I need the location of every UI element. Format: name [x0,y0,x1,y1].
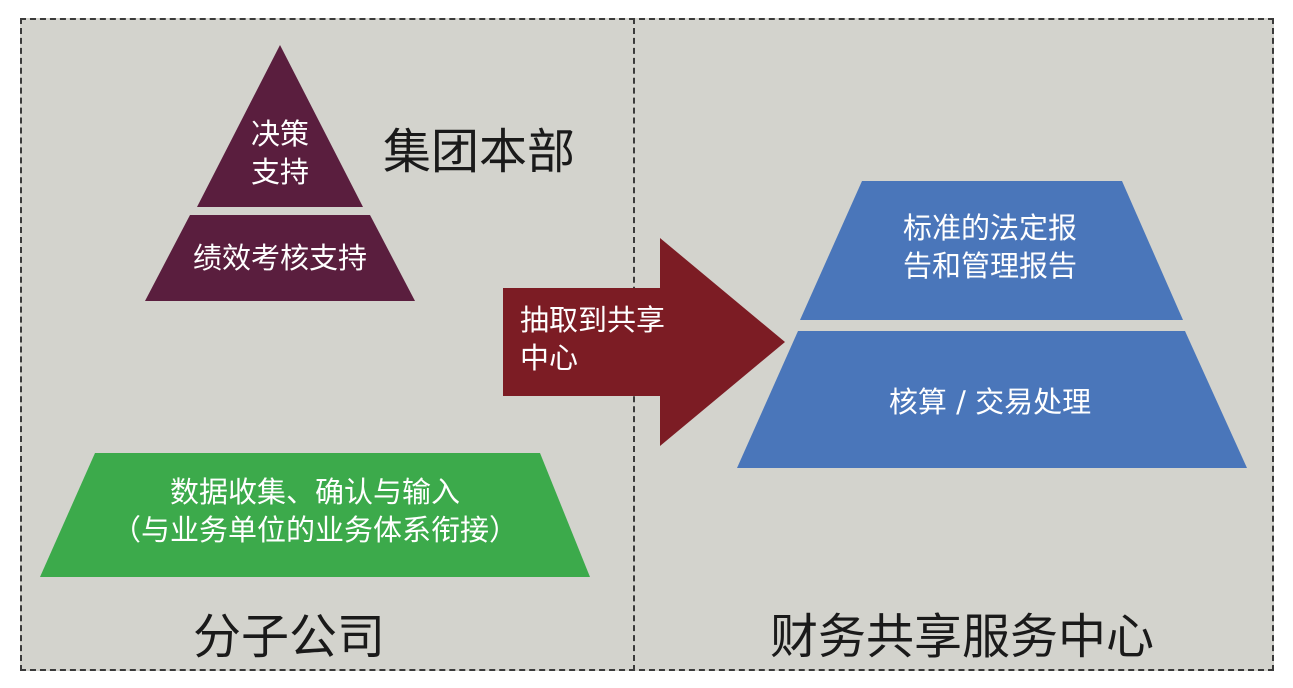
pyramid-top-line-1: 决策 [250,117,309,151]
fssc-title: 财务共享服务中心 [770,609,1155,665]
green-trapezoid [40,453,590,577]
pyramid-top-label: 决策 支持 [230,116,330,191]
lower-trapezoid-label: 核算 / 交易处理 [888,385,1092,419]
hq-title: 集团本部 [383,124,576,180]
blue-upper-trapezoid [800,181,1183,320]
upper-trapezoid-line-1: 标准的法定报 [902,211,1077,245]
green-block-label: 数据收集、确认与输入 （与业务单位的业务体系衔接） [60,474,570,549]
pyramid-bottom-label: 绩效考核支持 [192,241,367,275]
arrow-label-line-2: 中心 [520,340,579,375]
green-block-line-2: （与业务单位的业务体系衔接） [111,512,518,547]
arrow-label-line-1: 抽取到共享 [520,303,666,337]
upper-trapezoid-line-2: 告和管理报告 [902,248,1077,283]
subsidiary-title: 分子公司 [193,609,386,665]
blue-lower-trapezoid [737,331,1247,468]
upper-trapezoid-label: 标准的法定报 告和管理报告 [830,210,1150,285]
pyramid-bottom-trapezoid [145,215,415,301]
pyramid-top-line-2: 支持 [250,154,309,189]
green-block-line-1: 数据收集、确认与输入 [169,475,460,509]
pyramid-top-triangle [197,45,363,207]
arrow-label: 抽取到共享 中心 [520,302,665,377]
extract-arrow [503,238,785,446]
